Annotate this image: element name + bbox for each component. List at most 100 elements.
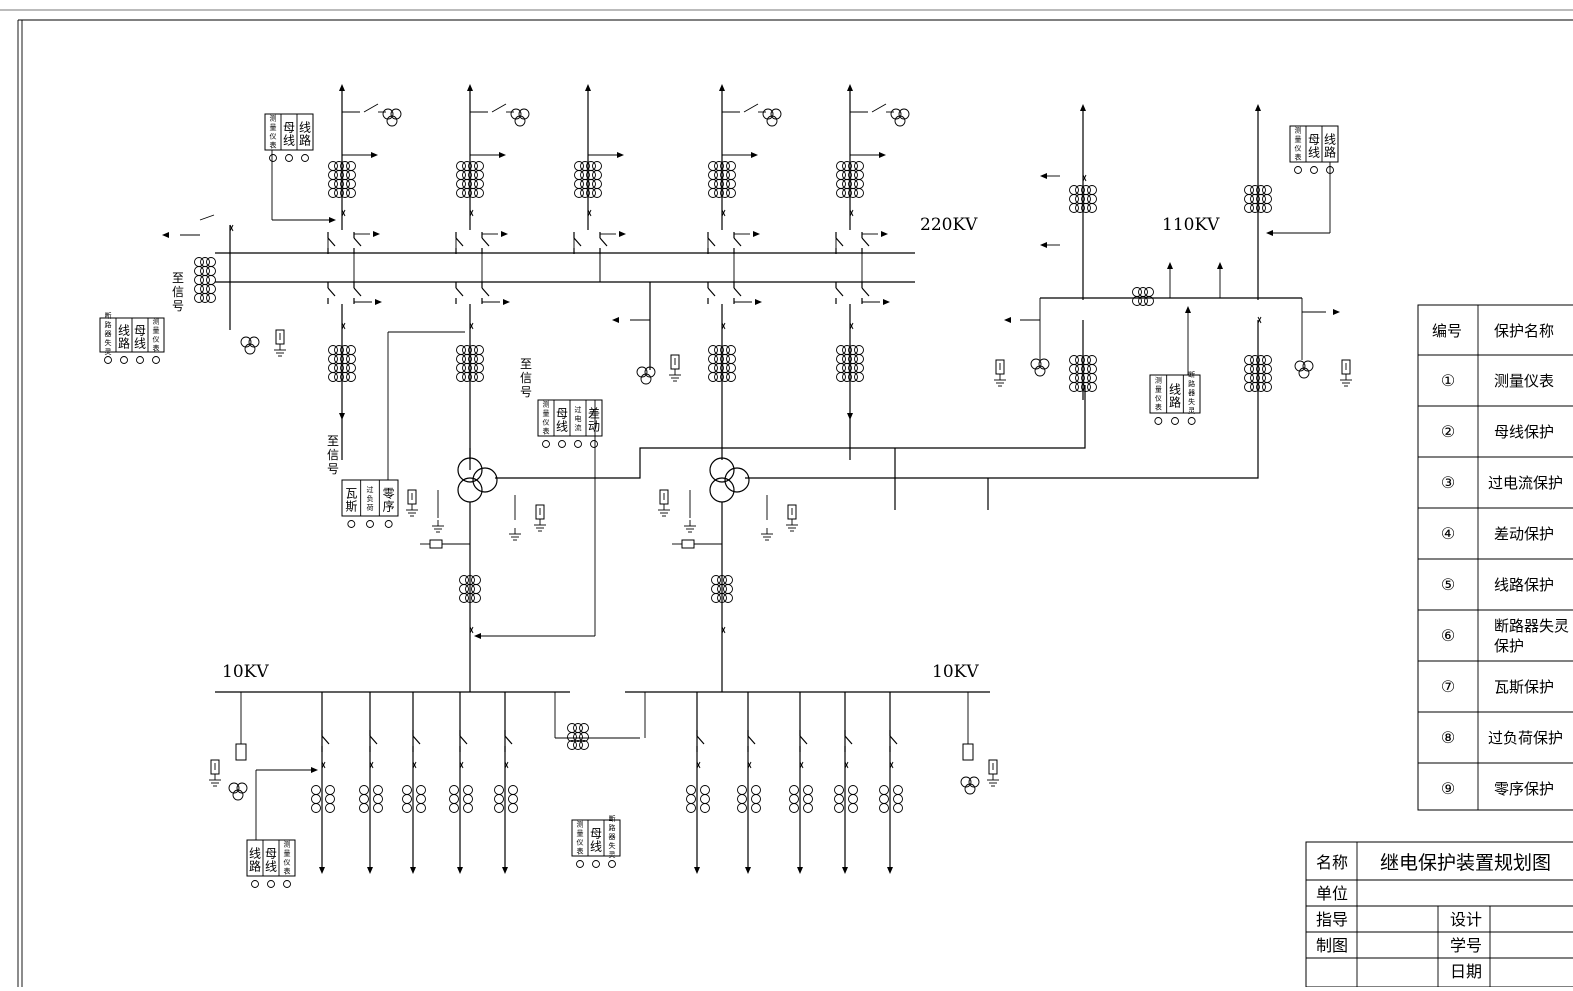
- current-transformer-icon: [402, 785, 412, 813]
- protection-table: 编号 保护名称: [1417, 304, 1573, 811]
- relay-label: 线路: [1169, 383, 1181, 410]
- relay-label: 过负荷: [367, 485, 374, 512]
- signal-text-incoming: 至信号: [172, 271, 184, 313]
- current-transformer-icon: [328, 345, 356, 382]
- relay-label: 测量仪表: [577, 821, 584, 856]
- voltage-transformer-icon: [890, 108, 910, 127]
- bus-220kv-label: 220KV: [920, 215, 978, 235]
- current-transformer-icon: [373, 785, 383, 813]
- voltage-transformer-icon: [382, 108, 402, 127]
- current-transformer-icon: [700, 785, 710, 813]
- current-transformer-icon: [416, 785, 426, 813]
- bus-110kv-label: 110KV: [1162, 215, 1220, 235]
- relay-label: 瓦斯: [345, 487, 357, 514]
- current-transformer-icon: [711, 575, 733, 603]
- relay-label: 母线: [590, 827, 602, 854]
- current-transformer-icon: [834, 785, 844, 813]
- relay-label: 断路器失灵: [105, 311, 112, 356]
- current-transformer-icon: [1132, 287, 1154, 306]
- signal-text-transformer: 至信号: [520, 357, 532, 399]
- signal-text-gas: 至信号: [327, 434, 339, 476]
- voltage-transformer-icon: [636, 366, 656, 385]
- current-transformer-icon: [574, 161, 602, 198]
- current-transformer-icon: [508, 785, 518, 813]
- voltage-transformer-icon: [762, 108, 782, 127]
- current-transformer-icon: [803, 785, 813, 813]
- current-transformer-icon: [449, 785, 459, 813]
- current-transformer-icon: [708, 161, 736, 198]
- protection-row-name: 瓦斯保护: [1494, 678, 1554, 696]
- protection-row-name: 线路保护: [1494, 576, 1554, 594]
- voltage-transformer-icon: [1030, 358, 1050, 377]
- current-transformer-icon: [1244, 355, 1272, 392]
- current-transformer-icon: [836, 345, 864, 382]
- current-transformer-icon: [194, 257, 216, 303]
- protection-row-name: 零序保护: [1494, 780, 1554, 798]
- current-transformer-icon: [708, 345, 736, 382]
- title-name-label: 名称: [1316, 853, 1348, 872]
- current-transformer-icon: [893, 785, 903, 813]
- current-transformer-icon: [686, 785, 696, 813]
- relay-label: 断路器失灵: [1188, 370, 1195, 415]
- title-student-no-label: 学号: [1450, 936, 1482, 955]
- protection-row-no: ①: [1441, 371, 1455, 390]
- voltage-transformer-icon: [240, 336, 260, 355]
- relay-label: 线路: [118, 324, 130, 351]
- current-transformer-icon: [456, 161, 484, 198]
- relay-label: 过电流: [575, 405, 582, 432]
- relay-label: 母线: [1308, 133, 1320, 160]
- title-date-label: 日期: [1450, 962, 1482, 981]
- relay-label: 测量仪表: [1155, 377, 1162, 412]
- title-unit-label: 单位: [1316, 884, 1348, 903]
- protection-row-no: ④: [1441, 524, 1455, 543]
- current-transformer-icon: [836, 161, 864, 198]
- protection-row-no: ⑨: [1441, 779, 1455, 798]
- current-transformer-icon: [1244, 185, 1272, 213]
- relay-panel-gas: 瓦斯 过负荷 零序: [341, 479, 399, 528]
- relay-label: 零序: [383, 487, 395, 514]
- bus-10kv-right-label: 10KV: [932, 662, 979, 682]
- title-guide-label: 指导: [1316, 910, 1348, 929]
- current-transformer-icon: [751, 785, 761, 813]
- voltage-transformer-icon: [228, 782, 248, 801]
- current-transformer-icon: [848, 785, 858, 813]
- relay-label: 测量仪表: [1295, 127, 1302, 162]
- current-transformer-icon: [789, 785, 799, 813]
- relay-label: 母线: [556, 407, 568, 434]
- protection-row-no: ③: [1441, 473, 1455, 492]
- relay-label: 线路: [299, 121, 311, 148]
- protection-row-no: ⑤: [1441, 575, 1455, 594]
- protection-row-name: 断路器失灵保护: [1494, 617, 1569, 655]
- protection-row-name: 母线保护: [1494, 423, 1554, 441]
- current-transformer-icon: [459, 575, 481, 603]
- current-transformer-icon: [456, 345, 484, 382]
- current-transformer-icon: [494, 785, 504, 813]
- current-transformer-icon: [1069, 355, 1097, 392]
- current-transformer-icon: [359, 785, 369, 813]
- relay-label: 断路器失灵: [609, 814, 616, 859]
- relay-label: 母线: [283, 121, 295, 148]
- voltage-transformer-icon: [1294, 360, 1314, 379]
- current-transformer-icon: [328, 161, 356, 198]
- current-transformer-icon: [311, 785, 321, 813]
- relay-label: 测量仪表: [270, 115, 277, 150]
- relay-label: 差动: [588, 407, 600, 434]
- protection-row-name: 差动保护: [1494, 525, 1554, 543]
- current-transformer-icon: [1069, 185, 1097, 213]
- current-transformer-icon: [737, 785, 747, 813]
- protection-row-no: ⑥: [1441, 626, 1455, 645]
- current-transformer-icon: [879, 785, 889, 813]
- protection-row-name: 测量仪表: [1494, 372, 1554, 390]
- relay-label: 测量仪表: [153, 318, 160, 353]
- table-header-no: 编号: [1432, 322, 1462, 340]
- relay-label: 母线: [265, 847, 277, 874]
- current-transformer-icon: [463, 785, 473, 813]
